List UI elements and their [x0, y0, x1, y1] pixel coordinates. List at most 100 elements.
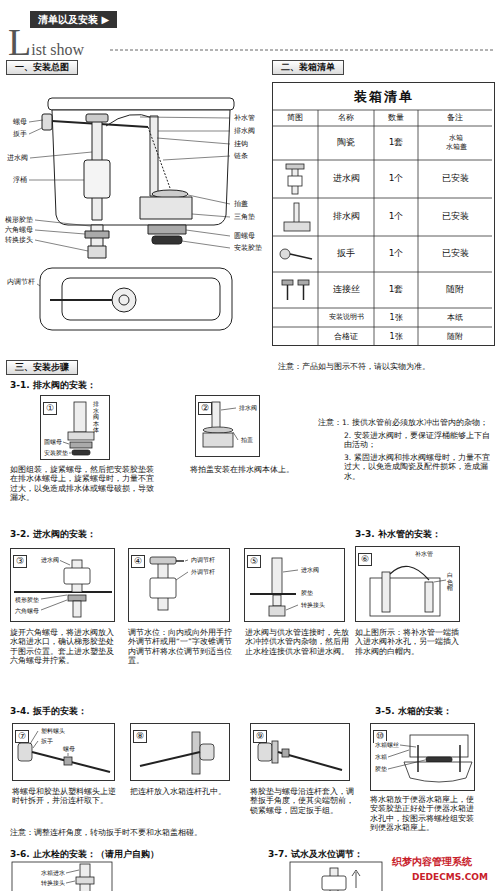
part-label: 排水阀	[233, 127, 256, 136]
adjust-rod	[176, 560, 184, 562]
handle	[18, 743, 32, 761]
lid-outline	[40, 268, 232, 330]
caption: 将螺母和胶垫从塑料螺头上逆时针拆开，并沿连杆取下。	[12, 787, 120, 806]
table-header: 备注	[418, 110, 492, 126]
section-box: 一、安装总图	[6, 60, 78, 75]
leader-line	[233, 432, 238, 440]
leader-line	[221, 408, 236, 410]
float-cup	[64, 568, 90, 584]
header-bar: 清单以及安装 ▶	[30, 11, 117, 28]
grid-line	[272, 308, 492, 309]
grid-line	[272, 236, 492, 237]
section-box: 三、安装步骤	[6, 360, 78, 375]
adapter	[88, 246, 106, 258]
fill-valve-icon	[286, 164, 304, 169]
box-label: 一、安装总图	[15, 62, 69, 72]
nut	[64, 757, 72, 765]
float-cup	[84, 160, 110, 198]
leader-line	[286, 605, 298, 610]
leader-line	[59, 560, 70, 565]
section-heading: 3-2. 进水阀的安装：	[10, 529, 96, 540]
part-label: 圆螺母	[43, 438, 63, 446]
hex-nut	[68, 595, 86, 601]
tank-wall	[14, 591, 112, 593]
table-header: 名称	[318, 110, 374, 126]
leader-line	[185, 560, 188, 561]
leader-line	[140, 117, 230, 118]
grid-line	[272, 327, 492, 328]
caption: 进水阀与供水管连接时，先放水冲掉供水管内杂物，然后用止水栓连接供水管和进水阀。	[245, 628, 350, 656]
part-label: 白色帽	[447, 572, 453, 592]
overflow-tube	[425, 582, 433, 612]
leader-line	[186, 230, 230, 236]
part-label: 排水阀本体	[93, 401, 99, 434]
part-label: 浮桶	[12, 176, 28, 185]
overflow-tube	[150, 116, 158, 196]
box-label: 三、安装步骤	[15, 362, 69, 372]
callout-number: ⑧	[133, 730, 147, 743]
caption: 如上图所示：将补水管一端插入进水阀补水孔，另一端插入排水阀的白帽内。	[355, 628, 465, 656]
step-7-drawing	[18, 731, 110, 772]
valve-tube	[272, 558, 282, 594]
part-label: 胶垫	[374, 765, 388, 773]
step-frame: ⑧	[130, 723, 230, 781]
table-cell: 随附	[418, 327, 492, 346]
hex-nut	[85, 231, 109, 238]
leader-line	[41, 595, 67, 599]
leader-line	[400, 745, 416, 747]
leader-line	[163, 156, 230, 160]
fill-valve	[382, 572, 390, 612]
handle-icon	[290, 254, 312, 259]
part-label: 水箱	[374, 753, 388, 761]
section-heading: 3-6. 止水栓的安装：（请用户自购）	[10, 849, 159, 860]
lid-drawing	[40, 268, 232, 330]
part-label: 补水管	[233, 114, 256, 123]
leader-line	[29, 180, 84, 181]
bolt	[417, 745, 419, 772]
table-cell: 安装说明书	[318, 308, 374, 327]
grid-line	[272, 110, 492, 111]
leader-line	[35, 240, 88, 251]
tank-outline	[370, 578, 440, 616]
table-cell: 1张	[374, 327, 418, 346]
step-1-drawing	[63, 402, 94, 455]
box-label: 二、装箱清单	[281, 62, 335, 72]
leader-line	[29, 128, 42, 134]
table-cell: 陶瓷	[318, 126, 374, 160]
valve-body	[203, 433, 233, 447]
callout-number: ⑤	[247, 555, 261, 568]
nut	[282, 749, 289, 757]
section-box: 二、装箱清单	[272, 60, 344, 75]
grid-line	[272, 160, 492, 161]
part-label: 补水管	[414, 550, 434, 558]
tank-body	[52, 110, 230, 225]
step-frame: ⑨	[250, 723, 350, 781]
float-cup	[150, 578, 176, 598]
step-frame	[290, 862, 382, 891]
step-3-6-drawing	[12, 862, 112, 891]
step-3-7-drawing	[290, 862, 382, 891]
bolt	[459, 745, 461, 772]
table-grid	[272, 110, 492, 346]
valve-tube	[74, 402, 86, 432]
watermark: 织梦内容管理系统	[392, 856, 472, 869]
part-label: 扳手	[12, 130, 28, 139]
refill-tube	[390, 566, 429, 580]
caption: 将胶垫与螺母沿连杆套入，调整扳手角度，使其尖端朝前，锁紧螺母，固定扳手组。	[250, 787, 355, 815]
note: 注意：产品如与图示不符，请以实物为准。	[278, 362, 430, 371]
leader-line	[41, 600, 67, 610]
section-heading: 3-1. 排水阀的安装：	[10, 380, 96, 391]
callout-number: ②	[198, 402, 212, 415]
overflow-tube	[212, 402, 220, 430]
callout-number: ①	[43, 402, 57, 415]
leader-line	[157, 138, 230, 144]
step-10-drawing	[388, 735, 472, 782]
note: 注意：调整连杆角度，转动扳手时不要和水箱盖相碰。	[10, 828, 202, 837]
step-8-drawing	[140, 732, 214, 774]
refill-tube	[106, 114, 153, 126]
round-nut	[148, 225, 186, 234]
fill-valve-cap	[86, 114, 108, 122]
table-header: 简图	[272, 110, 318, 126]
leader-line	[33, 741, 38, 748]
